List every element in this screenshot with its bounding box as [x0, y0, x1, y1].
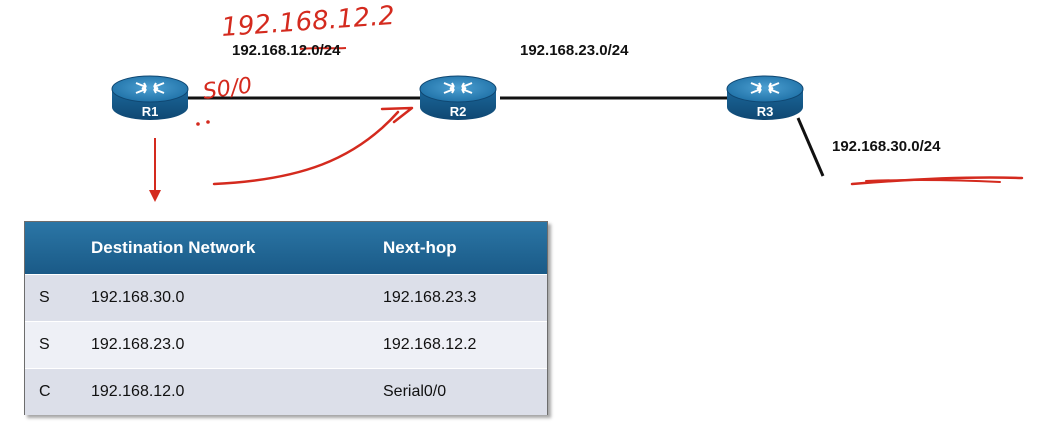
route-next-hop: 192.168.12.2	[383, 335, 477, 353]
router-r3[interactable]: R3	[726, 75, 804, 120]
network-label-r3-stub: 192.168.30.0/24	[832, 138, 941, 155]
header-next-hop: Next-hop	[383, 237, 457, 257]
red-curved-arrow-head	[380, 106, 414, 124]
route-type: C	[39, 382, 51, 400]
routing-table-grid: Destination Network Next-hop S 192.168.3…	[25, 222, 547, 415]
table-row: S 192.168.30.0 192.168.23.3	[25, 274, 547, 321]
ink-dot	[196, 122, 200, 126]
route-destination: 192.168.12.0	[91, 382, 185, 400]
red-curved-arrow	[212, 110, 400, 186]
route-destination: 192.168.30.0	[91, 288, 185, 306]
network-label-r1-r2: 192.168.12.0/24	[232, 42, 341, 59]
router-r2[interactable]: R2	[419, 75, 497, 120]
route-next-hop: 192.168.23.3	[383, 288, 477, 306]
router-r1[interactable]: R1	[111, 75, 189, 120]
header-type	[25, 222, 91, 274]
route-next-hop: Serial0/0	[383, 382, 447, 400]
handwritten-interface-annotation: S0/0	[201, 73, 253, 105]
routing-table-header: Destination Network Next-hop	[25, 222, 547, 274]
router-label-r1: R1	[142, 104, 159, 119]
red-underline	[865, 178, 1001, 183]
routing-table: Destination Network Next-hop S 192.168.3…	[24, 221, 548, 415]
table-row: C 192.168.12.0 Serial0/0	[25, 368, 547, 415]
header-destination: Destination Network	[91, 237, 256, 257]
table-row: S 192.168.23.0 192.168.12.2	[25, 321, 547, 368]
network-label-r2-r3: 192.168.23.0/24	[520, 42, 629, 59]
ink-dot	[206, 120, 210, 124]
handwritten-ip-annotation: 192.168.12.2	[220, 1, 395, 43]
red-strike-mark	[299, 47, 347, 50]
route-type: S	[39, 288, 50, 306]
router-label-r2: R2	[450, 104, 467, 119]
route-type: S	[39, 335, 50, 353]
link-r3-stub	[796, 117, 825, 177]
route-destination: 192.168.23.0	[91, 335, 185, 353]
red-underline	[850, 176, 1024, 186]
router-label-r3: R3	[757, 104, 774, 119]
